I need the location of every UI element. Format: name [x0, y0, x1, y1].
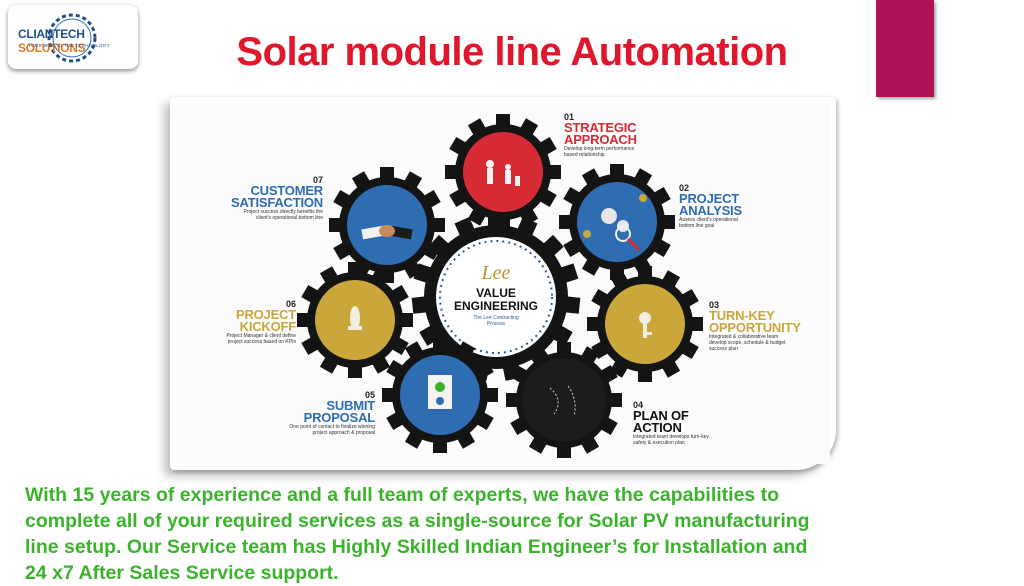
gear-submit-proposal	[382, 337, 498, 453]
gear-strategic-approach	[445, 114, 561, 230]
step-heading-line2: ANALYSIS	[679, 203, 742, 218]
step-heading-line1: SUBMIT	[326, 398, 375, 413]
center-title-1: VALUE	[476, 286, 516, 300]
body-line-3: line setup. Our Service team has Highly …	[25, 536, 808, 558]
logo-word-2: SOLUTIONS	[18, 41, 86, 55]
center-script: Lee	[481, 262, 511, 284]
step-desc-line1: Develop long-term performance	[564, 146, 635, 152]
step-desc-line2: develop scope, schedule & budget	[709, 340, 786, 346]
step-desc-line2: project approach & proposal	[312, 430, 375, 436]
key-icon	[639, 312, 652, 338]
step-desc-line2: based relationship	[564, 152, 605, 158]
accent-bar	[876, 0, 934, 97]
step-04-label: 04 PLAN OF ACTION Integrated team develo…	[633, 400, 709, 446]
step-06-label: 06 PROJECT KICKOFF Project Manager & cli…	[196, 299, 297, 345]
body-line-1: With 15 years of experience and a full t…	[25, 484, 780, 506]
logo-word-1: CLIANTECH	[18, 27, 85, 41]
step-desc-line1: Project success directly benefits the	[243, 209, 323, 215]
step-desc-line1: Integrated team develops turn-key	[633, 434, 709, 440]
gear-project-analysis	[559, 164, 675, 280]
step-heading-line2: KICKOFF	[239, 319, 297, 334]
step-number: 04	[633, 400, 644, 410]
center-subtitle-2: Process	[487, 321, 506, 327]
logo-wordmark: CLIANTECH SOLUTIONS	[18, 27, 138, 55]
body-line-4: 24 x7 After Sales Service support.	[25, 562, 339, 584]
chess-icon	[486, 160, 520, 186]
step-desc-line2: safety & execution plan	[633, 440, 685, 446]
step-number: 01	[564, 112, 575, 122]
step-number: 05	[364, 390, 375, 400]
step-heading-line2: PROPOSAL	[303, 410, 376, 425]
step-heading-line1: PROJECT	[679, 191, 740, 206]
center-subtitle-1: The Lee Contracting	[473, 315, 519, 321]
gear-customer-satisfaction	[329, 167, 445, 283]
step-heading-line1: PROJECT	[235, 307, 296, 322]
step-heading-line2: APPROACH	[564, 132, 637, 147]
step-07-label: 07 CUSTOMER SATISFACTION Project success…	[215, 175, 323, 221]
step-number: 02	[679, 183, 690, 193]
step-01-label: 01 STRATEGIC APPROACH Develop long-term …	[564, 112, 637, 158]
document-icon	[428, 375, 452, 409]
center-title-2: ENGINEERING	[454, 299, 538, 313]
step-05-label: 05 SUBMIT PROPOSAL One point of contact …	[240, 390, 375, 436]
step-desc-line2: client's operational bottom line	[255, 215, 323, 221]
step-number: 07	[312, 175, 323, 185]
body-paragraph: With 15 years of experience and a full t…	[25, 482, 1000, 586]
step-desc-line1: One point of contact to finalize winning	[289, 424, 375, 430]
page-title: Solar module line Automation	[236, 30, 788, 74]
step-heading-line2: SATISFACTION	[231, 195, 323, 210]
gear-plan-of-action	[506, 342, 622, 458]
logo-tagline: YOUR WAY TO THE TECHNOLOGY	[28, 43, 110, 48]
body-line-2: complete all of your required services a…	[25, 510, 810, 532]
gear-project-kickoff	[297, 262, 413, 378]
plan-diagram-icon	[549, 385, 576, 417]
step-heading-line1: CUSTOMER	[250, 183, 323, 198]
step-heading-line1: STRATEGIC	[564, 120, 637, 135]
gear-turn-key	[587, 266, 703, 382]
rocket-icon	[348, 306, 362, 330]
step-heading-line2: ACTION	[633, 420, 682, 435]
step-desc-line1: Assess client's operational	[679, 217, 738, 223]
step-number: 06	[285, 299, 296, 309]
step-desc-line2: project success based on KPIs	[227, 339, 296, 345]
step-desc-line1: Integrated & collaborative team	[709, 334, 779, 340]
step-02-label: 02 PROJECT ANALYSIS Assess client's oper…	[679, 183, 742, 229]
step-03-label: 03 TURN-KEY OPPORTUNITY Integrated & col…	[709, 300, 801, 352]
logo-gear-icon	[47, 13, 97, 63]
step-desc-line1: Project Manager & client define	[226, 333, 296, 339]
step-desc-line2: bottom line goal	[679, 223, 715, 229]
step-heading-line1: TURN-KEY	[709, 308, 775, 323]
step-heading-line1: PLAN OF	[633, 408, 689, 423]
cogs-magnifier-icon	[601, 208, 641, 252]
step-heading-line2: OPPORTUNITY	[709, 320, 801, 335]
step-desc-line3: success plan	[709, 346, 738, 352]
step-number: 03	[709, 300, 720, 310]
handshake-icon	[361, 225, 413, 240]
company-logo: CLIANTECH SOLUTIONS YOUR WAY TO THE TECH…	[8, 5, 138, 69]
